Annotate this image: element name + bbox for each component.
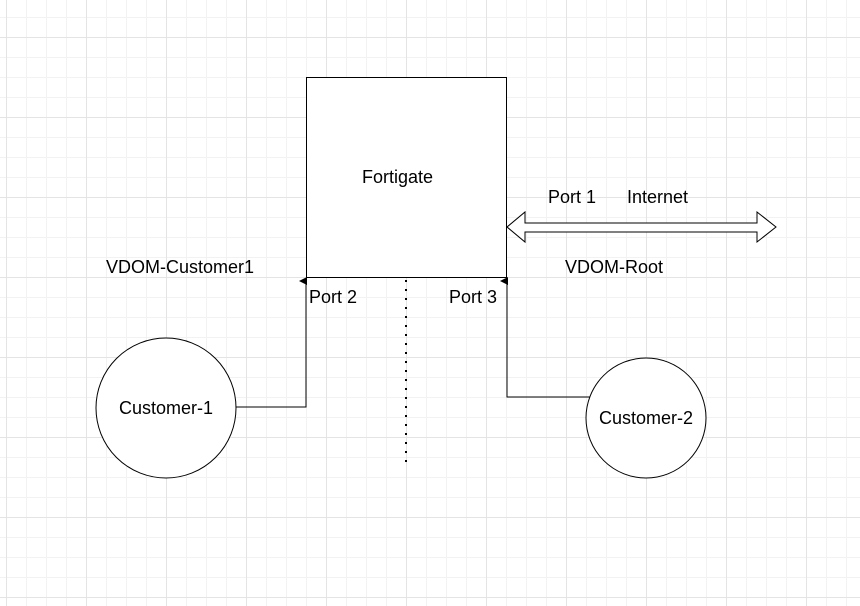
- customer2-node[interactable]: [585, 357, 707, 479]
- fortigate-box[interactable]: [306, 77, 507, 278]
- fortigate-label: Fortigate: [362, 167, 434, 187]
- customer1-label: Customer-1: [118, 398, 214, 418]
- internet-link-arrow[interactable]: [506, 210, 777, 244]
- customer2-label: Customer-2: [598, 408, 694, 428]
- customer1-connector[interactable]: [235, 277, 307, 408]
- customer1-node[interactable]: [95, 337, 237, 479]
- internet-label: Internet: [627, 187, 689, 207]
- port1-label: Port 1: [548, 187, 597, 207]
- port3-label: Port 3: [449, 287, 498, 307]
- vdom-root-label: VDOM-Root: [565, 257, 664, 277]
- customer2-connector[interactable]: [500, 277, 598, 398]
- port2-label: Port 2: [309, 287, 358, 307]
- vdom-customer1-label: VDOM-Customer1: [106, 257, 255, 277]
